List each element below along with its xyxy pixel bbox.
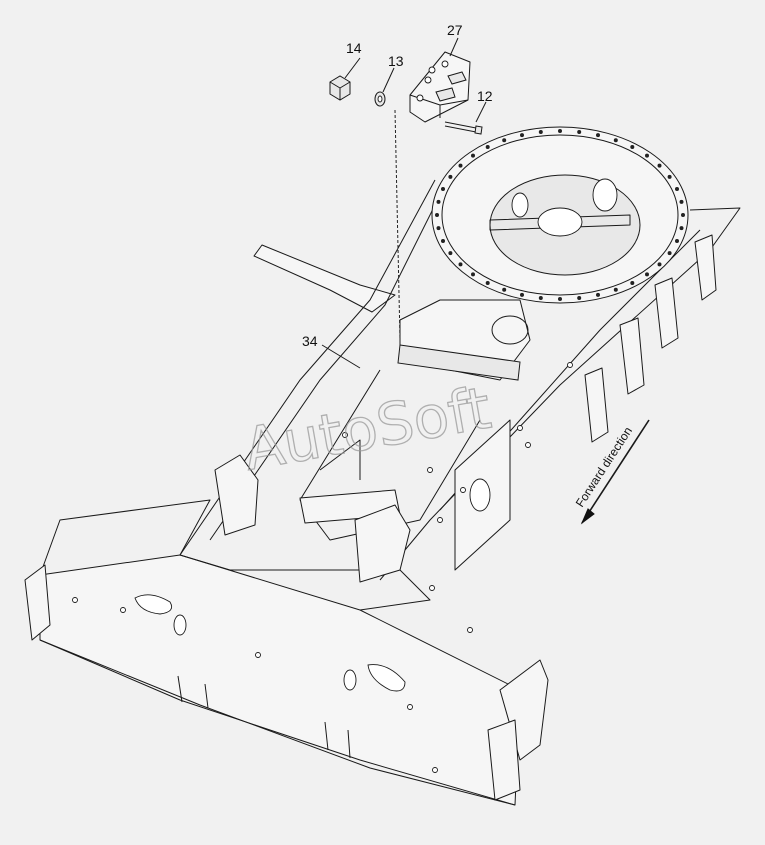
forward-direction-indicator: Forward direction [573, 419, 650, 525]
bolt-hole [448, 251, 453, 256]
bolt-hole [538, 296, 543, 300]
bolt-hole [458, 163, 463, 168]
bolt-hole [596, 133, 600, 138]
bolt-hole [679, 199, 684, 204]
bolt-hole [502, 138, 507, 143]
label-part-27: 27 [447, 22, 463, 38]
bolt-hole [657, 163, 662, 168]
bolt-hole [577, 296, 582, 300]
bolt-hole [471, 153, 475, 158]
bolt-hole [667, 174, 672, 179]
bolt-hole [645, 272, 649, 277]
bolt-hole [485, 145, 490, 149]
label-part-13: 13 [388, 53, 404, 69]
bolt-hole [681, 213, 685, 217]
bolt-hole [630, 281, 635, 285]
bolt-hole [436, 226, 441, 231]
part-27-valve-block [409, 37, 471, 123]
bolt-hole [458, 262, 463, 267]
bolt-hole [520, 133, 524, 138]
bolt-hole [441, 239, 445, 243]
bolt-hole [448, 174, 453, 179]
bolt-ring [435, 129, 685, 301]
part-13-washer [374, 67, 395, 107]
part-14-nut [329, 57, 361, 101]
bolt-hole [675, 187, 679, 191]
bolt-hole [558, 297, 562, 301]
bolt-hole [630, 145, 635, 149]
bolt-hole [596, 292, 600, 297]
bolt-hole [613, 138, 618, 143]
bolt-hole [502, 287, 507, 292]
part-12-bolt [444, 101, 487, 135]
bolt-hole [645, 153, 649, 158]
bolt-hole [675, 239, 679, 243]
bolt-hole [441, 187, 445, 191]
leader-34 [321, 344, 361, 369]
forward-arrow-icon [580, 508, 595, 525]
bolt-hole [520, 292, 524, 297]
bolt-hole [538, 130, 543, 134]
bolt-hole [471, 272, 475, 277]
frame-34 [24, 109, 741, 806]
bolt-hole [657, 262, 662, 267]
label-part-14: 14 [346, 40, 362, 56]
forward-direction-label: Forward direction [573, 424, 635, 509]
bolt-hole [613, 287, 618, 292]
bolt-hole [436, 199, 441, 204]
bolt-hole [679, 226, 684, 231]
bolt-hole [558, 129, 562, 133]
bolt-hole [485, 281, 490, 285]
label-part-12: 12 [477, 88, 493, 104]
bolt-hole [577, 130, 582, 134]
label-part-34: 34 [302, 333, 318, 349]
bolt-hole [667, 251, 672, 256]
bolt-hole [435, 213, 439, 217]
